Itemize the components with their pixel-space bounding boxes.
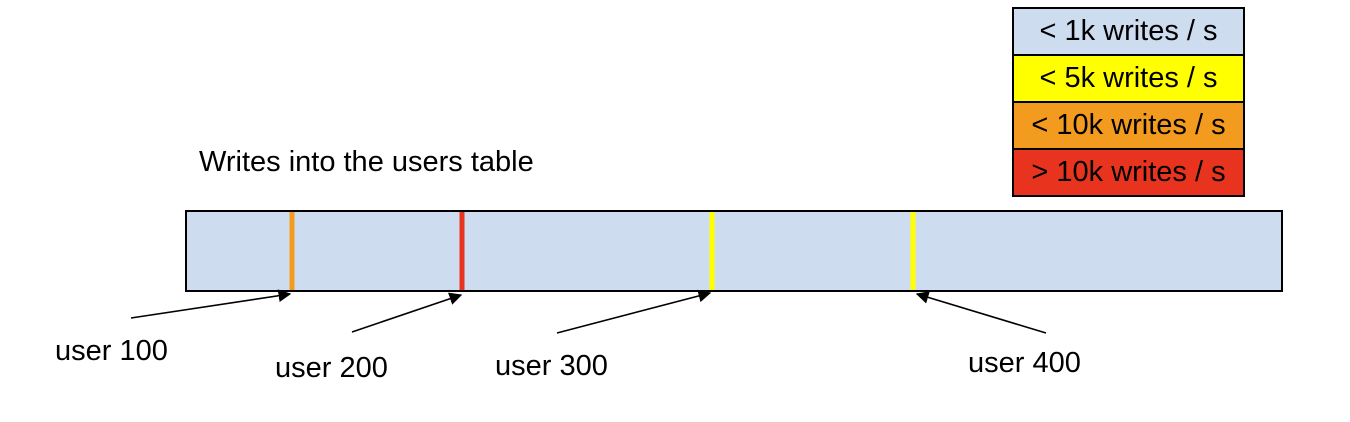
tick-user-400 bbox=[910, 212, 916, 290]
users-table-bar bbox=[185, 210, 1283, 292]
legend-item-label: < 1k writes / s bbox=[1039, 15, 1218, 47]
diagram-title: Writes into the users table bbox=[199, 146, 534, 178]
legend-item-label: > 10k writes / s bbox=[1031, 156, 1226, 188]
user-100-label: user 100 bbox=[55, 335, 168, 367]
arrow-user-100 bbox=[130, 289, 292, 319]
legend-item-label: < 10k writes / s bbox=[1031, 109, 1226, 141]
arrow-user-200 bbox=[351, 292, 463, 333]
legend: < 1k writes / s < 5k writes / s < 10k wr… bbox=[1012, 7, 1245, 197]
legend-item-label: < 5k writes / s bbox=[1039, 62, 1218, 94]
arrow-user-300 bbox=[556, 289, 712, 334]
user-300-label: user 300 bbox=[495, 350, 608, 382]
legend-item-lt-10k: < 10k writes / s bbox=[1012, 101, 1245, 150]
user-200-label: user 200 bbox=[275, 352, 388, 384]
tick-user-300 bbox=[709, 212, 715, 290]
user-400-label: user 400 bbox=[968, 347, 1081, 379]
tick-user-100 bbox=[289, 212, 295, 290]
tick-user-200 bbox=[459, 212, 465, 290]
legend-item-lt-1k: < 1k writes / s bbox=[1012, 7, 1245, 56]
legend-item-gt-10k: > 10k writes / s bbox=[1012, 148, 1245, 197]
legend-item-lt-5k: < 5k writes / s bbox=[1012, 54, 1245, 103]
arrow-user-400 bbox=[915, 291, 1047, 334]
